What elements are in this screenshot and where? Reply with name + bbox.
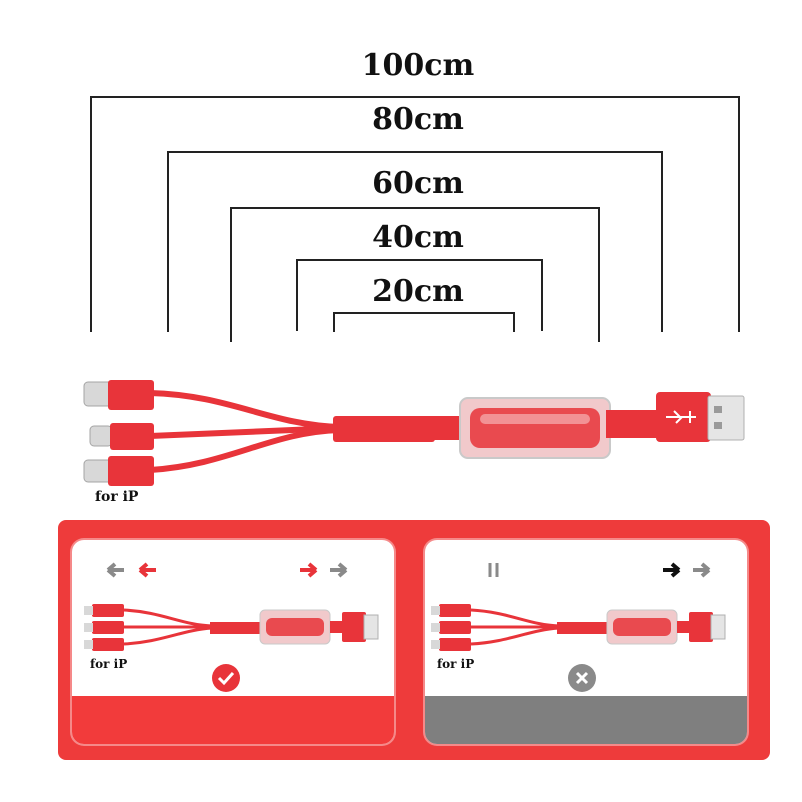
cable-illustration xyxy=(83,380,745,486)
length-label-100: 100cm xyxy=(361,48,475,83)
arrow-right-gray-icon xyxy=(330,562,348,578)
length-bracket-60 xyxy=(230,207,600,342)
arrow-right-black-icon xyxy=(663,562,681,578)
wrong-usage-card: for iP xyxy=(425,540,747,744)
length-bracket-20 xyxy=(333,312,515,332)
length-label-20: 20cm xyxy=(372,274,464,309)
direction-arrows xyxy=(488,562,711,578)
card-footer xyxy=(425,696,747,744)
mini-cable-illustration xyxy=(84,604,379,651)
length-label-40: 40cm xyxy=(372,220,464,255)
length-label-60: 60cm xyxy=(372,166,464,201)
direction-arrows xyxy=(106,562,348,578)
arrow-left-red-icon xyxy=(138,562,156,578)
port-label: for iP xyxy=(95,489,139,505)
length-bracket-100 xyxy=(90,96,740,332)
length-bracket-80 xyxy=(167,151,663,332)
length-label-80: 80cm xyxy=(372,102,464,137)
length-bracket-40 xyxy=(296,259,543,331)
correct-usage-card: for iP xyxy=(72,540,394,744)
arrow-left-gray-icon xyxy=(106,562,124,578)
check-icon xyxy=(212,664,240,692)
card-port-label: for iP xyxy=(437,657,475,671)
arrow-right-red-icon xyxy=(300,562,318,578)
pause-icon xyxy=(488,563,499,577)
card-footer xyxy=(72,696,394,744)
card-port-label: for iP xyxy=(90,657,128,671)
x-icon xyxy=(568,664,596,692)
arrow-right-gray-icon xyxy=(693,562,711,578)
mini-cable-illustration xyxy=(431,604,726,651)
